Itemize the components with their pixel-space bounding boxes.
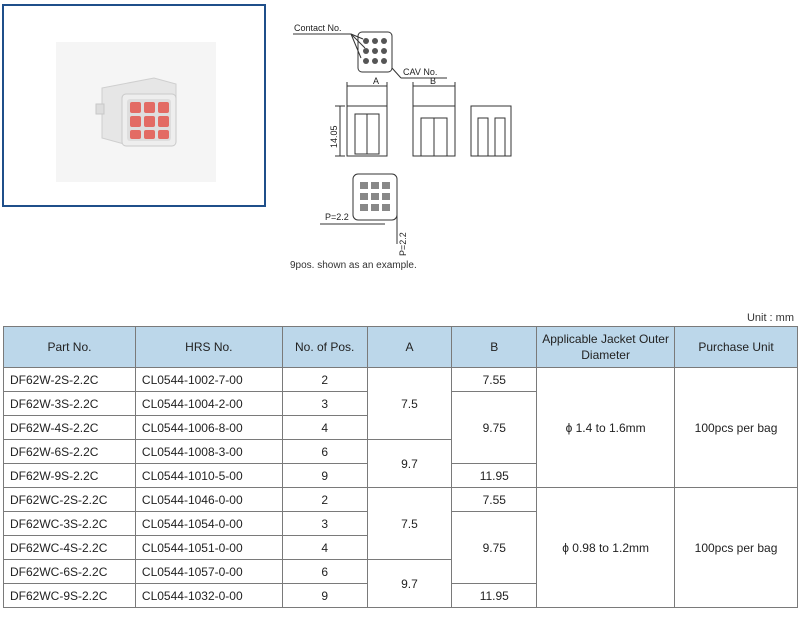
hrs-no-cell: CL0544-1006-8-00	[134, 415, 283, 440]
table-header-row: Part No. HRS No. No. of Pos. A B Applica…	[3, 326, 798, 368]
pos-cell: 9	[281, 463, 368, 488]
header-a: A	[366, 326, 453, 368]
table-row: DF62W-2S-2.2C CL0544-1002-7-00 2 7.5 7.5…	[3, 367, 798, 488]
drawing-caption: 9pos. shown as an example.	[290, 260, 417, 271]
b-cell: 11.95	[451, 463, 538, 488]
hrs-no-cell: CL0544-1010-5-00	[134, 463, 283, 488]
b-cell: 9.75	[451, 391, 538, 464]
pos-cell: 3	[281, 391, 368, 416]
a-cell: 9.7	[366, 439, 453, 488]
pos-cell: 2	[281, 367, 368, 392]
hrs-no-cell: CL0544-1054-0-00	[134, 511, 283, 536]
pos-cell: 6	[281, 439, 368, 464]
part-no-cell: DF62WC-9S-2.2C	[3, 583, 136, 608]
a-cell: 7.5	[366, 367, 453, 440]
header-hrs-no: HRS No.	[134, 326, 283, 368]
dim-b-label: B	[430, 76, 436, 86]
b-cell: 7.55	[451, 367, 538, 392]
header-b: B	[451, 326, 538, 368]
hrs-no-cell: CL0544-1008-3-00	[134, 439, 283, 464]
b-cell: 9.75	[451, 511, 538, 584]
table-row: DF62WC-6S-2.2C CL0544-1057-0-00 6 9.7	[3, 559, 798, 608]
part-no-cell: DF62WC-3S-2.2C	[3, 511, 136, 536]
pos-cell: 2	[281, 487, 368, 512]
part-no-cell: DF62W-6S-2.2C	[3, 439, 136, 464]
cav-no-label: CAV No.	[403, 67, 437, 77]
part-no-cell: DF62W-3S-2.2C	[3, 391, 136, 416]
header-pos: No. of Pos.	[281, 326, 368, 368]
hrs-no-cell: CL0544-1032-0-00	[134, 583, 283, 608]
unit-label: Unit : mm	[746, 312, 794, 324]
pos-cell: 4	[281, 535, 368, 560]
part-no-cell: DF62W-9S-2.2C	[3, 463, 136, 488]
part-no-cell: DF62WC-2S-2.2C	[3, 487, 136, 512]
header-purchase: Purchase Unit	[674, 326, 798, 368]
purchase-cell: 100pcs per bag	[674, 487, 798, 608]
spec-table: Part No. HRS No. No. of Pos. A B Applica…	[3, 326, 798, 608]
product-photo-frame	[2, 4, 266, 207]
part-no-cell: DF62WC-4S-2.2C	[3, 535, 136, 560]
part-no-cell: DF62W-2S-2.2C	[3, 367, 136, 392]
pos-cell: 9	[281, 583, 368, 608]
hrs-no-cell: CL0544-1002-7-00	[134, 367, 283, 392]
pos-cell: 3	[281, 511, 368, 536]
a-cell: 7.5	[366, 487, 453, 560]
table-row: DF62WC-2S-2.2C CL0544-1046-0-00 2 7.5 7.…	[3, 487, 798, 608]
height-dimension: 14.05	[329, 125, 339, 148]
hrs-no-cell: CL0544-1046-0-00	[134, 487, 283, 512]
hrs-no-cell: CL0544-1004-2-00	[134, 391, 283, 416]
jacket-cell: ϕ 1.4 to 1.6mm	[536, 367, 676, 488]
hrs-no-cell: CL0544-1057-0-00	[134, 559, 283, 584]
pos-cell: 6	[281, 559, 368, 584]
part-no-cell: DF62WC-6S-2.2C	[3, 559, 136, 584]
table-row: DF62W-4S-2.2C CL0544-1006-8-00 4	[3, 415, 798, 440]
header-part-no: Part No.	[3, 326, 136, 368]
table-row: DF62W-9S-2.2C CL0544-1010-5-00 9 11.95	[3, 463, 798, 488]
connector-photo	[56, 42, 216, 182]
technical-drawing: Contact No. CAV No. A B 14.05 P=2.2 P=2.…	[285, 22, 535, 262]
table-row: DF62WC-4S-2.2C CL0544-1051-0-00 4	[3, 535, 798, 560]
pitch-horizontal: P=2.2	[325, 212, 349, 222]
table-row: DF62WC-3S-2.2C CL0544-1054-0-00 3 9.75	[3, 511, 798, 584]
b-cell: 11.95	[451, 583, 538, 608]
hrs-no-cell: CL0544-1051-0-00	[134, 535, 283, 560]
contact-no-label: Contact No.	[294, 23, 342, 33]
pos-cell: 4	[281, 415, 368, 440]
jacket-cell: ϕ 0.98 to 1.2mm	[536, 487, 676, 608]
b-cell: 7.55	[451, 487, 538, 512]
pitch-vertical: P=2.2	[398, 232, 408, 256]
part-no-cell: DF62W-4S-2.2C	[3, 415, 136, 440]
purchase-cell: 100pcs per bag	[674, 367, 798, 488]
table-row: DF62WC-9S-2.2C CL0544-1032-0-00 9 11.95	[3, 583, 798, 608]
dim-a-label: A	[373, 76, 379, 86]
header-jacket: Applicable Jacket Outer Diameter	[536, 326, 676, 368]
a-cell: 9.7	[366, 559, 453, 608]
